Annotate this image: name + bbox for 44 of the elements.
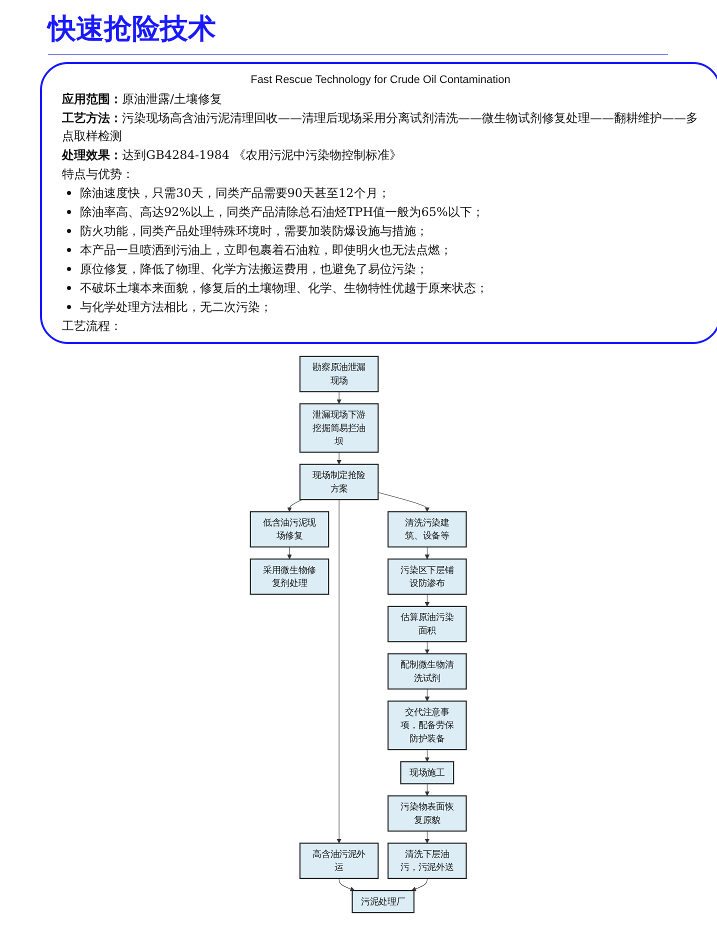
page-title: 快速抢险技术 [48, 10, 668, 55]
section-heading: 工艺流程： [62, 318, 123, 335]
arrow [424, 830, 430, 844]
info-text: 应用范围：原油泄露/土壤修复 [62, 91, 224, 108]
node-box: 高含油污泥外运 [300, 842, 379, 879]
node-box: 泄漏现场下游挖掘简易拦油坝 [300, 403, 379, 453]
arrow [378, 492, 430, 512]
arrow [411, 878, 428, 892]
bullet-item: 除油速度快，只需30天，同类产品需要90天甚至12个月； [62, 184, 699, 202]
info-text: 处理效果：达到GB4284-1984 《农用污泥中污染物控制标准》 [62, 147, 402, 164]
arrow [424, 546, 430, 560]
node-box: 低含油污泥现场修复 [250, 511, 330, 548]
bullet-item: 本产品一旦喷洒到污油上，立即包裹着石油粒，即使明火也无法点燃； [62, 241, 699, 259]
node-box: 清洗污染建筑、设备等 [388, 511, 467, 548]
arrow [336, 452, 342, 465]
node-box: 配制微生物清洗试剂 [388, 653, 467, 690]
node-box: 污染区下层铺设防渗布 [388, 558, 467, 595]
node-box: 估算原油污染面积 [388, 606, 467, 642]
arrow [336, 499, 342, 844]
arrow [424, 688, 430, 702]
info-text: 工艺方法：污染现场高含油污泥清理回收——清理后现场采用分离试剂清洗——微生物试剂修复处理——翻耕维护——多点取样检测 [62, 110, 699, 145]
arrow [424, 749, 430, 762]
node-box: 污染物表面恢复原貌 [388, 795, 467, 832]
node-box: 勘察原油泄漏现场 [300, 356, 379, 392]
node-box: 现场制定抢险方案 [300, 464, 379, 500]
bullet-item: 除油率高、高达92%以上，同类产品清除总石油烃TPH值一般为65%以下； [62, 203, 699, 221]
bullet-item: 原位修复，降低了物理、化学方法搬运费用，也避免了易位污染； [62, 260, 699, 278]
node-box: 污泥处理厂 [352, 890, 415, 914]
node-box: 交代注意事项，配备劳保防护装备 [388, 700, 467, 750]
arrow [287, 546, 292, 560]
node-box: 采用微生物修复剂处理 [250, 558, 330, 595]
section-heading: 特点与优势： [62, 166, 135, 183]
arrow [424, 641, 430, 654]
bullet-item: 防火功能，同类产品处理特殊环境时，需要加装防爆设施与措施； [62, 222, 699, 240]
arrow [336, 391, 342, 404]
bullet-item: 不破坏土壤本来面貌，修复后的土壤物理、化学、生物特性优越于原来状态； [62, 279, 699, 297]
subtitle: Fast Rescue Technology for Crude Oil Contamination [250, 73, 512, 88]
bullet-item: 与化学处理方法相比，无二次污染； [62, 298, 699, 316]
arrow [287, 499, 303, 512]
arrow [338, 878, 356, 892]
node-box: 现场施工 [400, 761, 454, 784]
arrow [424, 594, 430, 607]
arrow [424, 783, 430, 796]
node-box: 清洗下层油污，污泥外送 [388, 842, 467, 879]
